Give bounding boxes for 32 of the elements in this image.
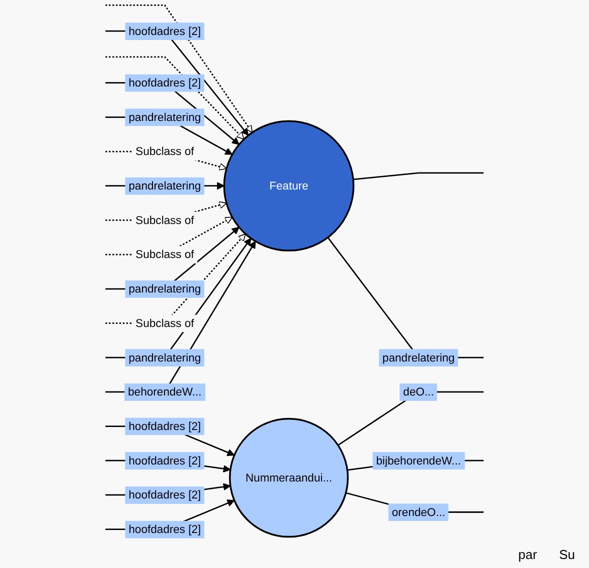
connector [353,172,484,180]
arrow [105,30,249,136]
arrow [105,4,253,133]
edge-label: hoofdadres [2] [128,454,201,467]
edge-label: pandrelatering [128,179,201,192]
text-label: Su [558,546,576,564]
edge-label: Subclass of [136,213,194,227]
edge-label: Subclass of [136,316,194,330]
edge-label: Subclass of [136,248,194,261]
edge-label: orendeO... [392,505,446,518]
edge-label: hoofdadres [2] [128,420,201,433]
arrow [105,56,244,140]
arrow [105,238,252,358]
edge-label: hoofdadres [2] [128,488,201,502]
arrow [105,233,246,324]
edge-label: pandrelatering [128,282,201,296]
arrow [105,82,240,145]
edge-label: bijbehorendeW... [376,454,461,467]
node-circle: Feature [223,120,354,252]
edge-label: hoofdadres [2] [128,76,201,90]
edge-label: pandrelatering [382,350,455,364]
text-label: par [517,546,538,564]
edge-label: pandrelatering [128,110,201,124]
edge-label: hoofdadres [2] [128,24,201,38]
node-circle: Nummeraandui... [228,418,349,538]
edge-label: deO... [403,385,434,398]
edge-label: hoofdadres [2] [128,522,201,536]
edge-label: Subclass of [136,144,194,158]
arrow [105,226,240,290]
edge-label: behorendeW... [128,385,202,398]
arrow [105,240,256,393]
edge-label: pandrelatering [128,350,201,364]
